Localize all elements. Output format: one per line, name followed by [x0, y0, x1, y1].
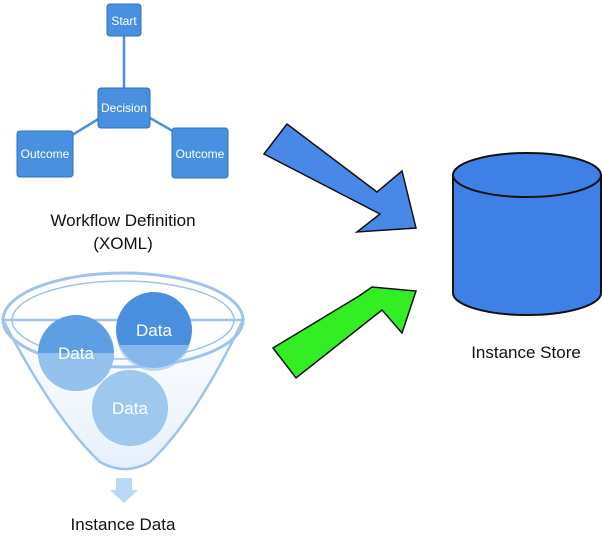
arrow-blue	[262, 122, 417, 233]
outcome-left-label: Outcome	[21, 147, 70, 161]
instance-store-cylinder	[452, 152, 602, 316]
workflow-node-outcome-left: Outcome	[16, 130, 74, 178]
data-circle-left: Data	[38, 315, 114, 391]
outcome-right-label: Outcome	[176, 147, 225, 161]
data-top-right-label: Data	[136, 321, 172, 340]
workflow-node-decision: Decision	[97, 87, 151, 129]
data-circle-bottom: Data	[92, 370, 168, 446]
data-left-label: Data	[58, 344, 94, 363]
instance-data-caption: Instance Data	[71, 515, 176, 534]
instance-store-caption: Instance Store	[471, 343, 581, 362]
arrow-green	[271, 286, 418, 380]
instance-data-funnel: Data Data Data	[0, 271, 245, 503]
data-circle-top-right: Data	[116, 292, 192, 371]
data-bottom-label: Data	[112, 399, 148, 418]
workflow-caption-line1: Workflow Definition	[50, 211, 195, 230]
funnel-rim-outer	[1, 271, 245, 369]
decision-label: Decision	[101, 101, 147, 115]
workflow-node-start: Start	[106, 3, 142, 37]
workflow-caption-line2: (XOML)	[93, 234, 153, 253]
start-label: Start	[111, 14, 137, 28]
workflow-node-outcome-right: Outcome	[171, 127, 229, 179]
funnel-rim-inner	[11, 280, 235, 360]
funnel-outlet-arrow	[110, 478, 138, 503]
